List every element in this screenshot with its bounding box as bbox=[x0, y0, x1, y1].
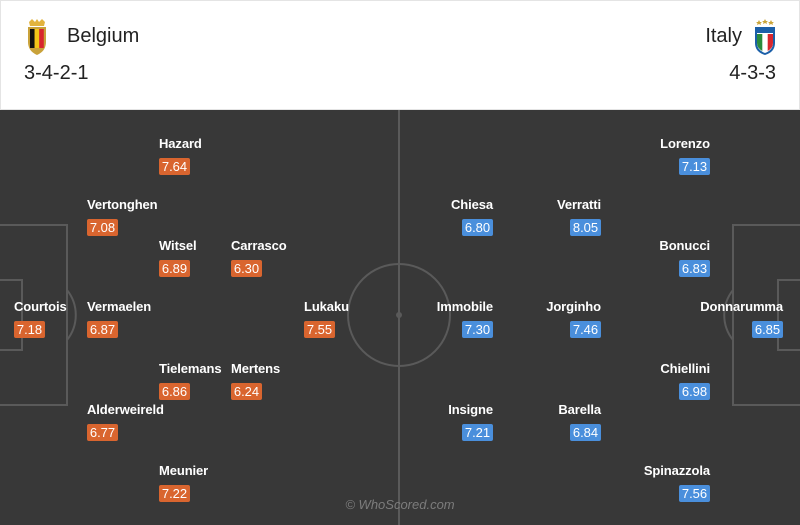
player-name: Lorenzo bbox=[660, 136, 710, 151]
away-formation: 4-3-3 bbox=[729, 62, 776, 84]
player-verratti[interactable]: Verratti 8.05 bbox=[500, 197, 601, 237]
match-header: Belgium 3-4-2-1 Italy 4-3-3 bbox=[0, 0, 800, 110]
player-name: Donnarumma bbox=[700, 299, 783, 314]
player-name: Spinazzola bbox=[643, 463, 710, 478]
player-rating: 6.77 bbox=[87, 424, 118, 441]
player-jorginho[interactable]: Jorginho 7.46 bbox=[500, 299, 601, 339]
player-name: Jorginho bbox=[546, 299, 601, 314]
pitch: Hazard 7.64 Vertonghen 7.08 Witsel 6.89 … bbox=[0, 110, 800, 525]
player-spinazzola[interactable]: Spinazzola 7.56 bbox=[609, 463, 710, 503]
home-formation: 3-4-2-1 bbox=[24, 62, 89, 84]
player-rating: 7.56 bbox=[679, 485, 710, 502]
player-name: Chiesa bbox=[450, 197, 493, 212]
player-name: Verratti bbox=[556, 197, 601, 212]
player-immobile[interactable]: Immobile 7.30 bbox=[392, 299, 493, 339]
player-rating: 7.13 bbox=[679, 158, 710, 175]
player-chiesa[interactable]: Chiesa 6.80 bbox=[392, 197, 493, 237]
player-rating: 6.24 bbox=[231, 383, 262, 400]
player-rating: 7.22 bbox=[159, 485, 190, 502]
belgium-crest-icon bbox=[28, 19, 46, 55]
pitch-markings bbox=[0, 110, 800, 525]
player-name: Vermaelen bbox=[87, 299, 152, 314]
player-rating: 7.55 bbox=[304, 321, 335, 338]
player-rating: 6.85 bbox=[752, 321, 783, 338]
italy-crest-icon bbox=[755, 19, 775, 55]
player-rating: 6.86 bbox=[159, 383, 190, 400]
player-name: Bonucci bbox=[659, 238, 710, 253]
player-name: Witsel bbox=[159, 238, 197, 253]
player-chiellini[interactable]: Chiellini 6.98 bbox=[609, 361, 710, 401]
player-rating: 7.08 bbox=[87, 219, 118, 236]
player-rating: 7.18 bbox=[14, 321, 45, 338]
player-name: Vertonghen bbox=[87, 197, 158, 212]
player-name: Barella bbox=[558, 402, 601, 417]
player-donnarumma[interactable]: Donnarumma 6.85 bbox=[682, 299, 783, 339]
away-team-name[interactable]: Italy bbox=[705, 25, 742, 47]
player-rating: 8.05 bbox=[570, 219, 601, 236]
home-team-name[interactable]: Belgium bbox=[67, 25, 140, 47]
watermark: © WhoScored.com bbox=[345, 497, 455, 512]
player-name: Courtois bbox=[14, 299, 67, 314]
player-insigne[interactable]: Insigne 7.21 bbox=[392, 402, 493, 442]
player-rating: 7.64 bbox=[159, 158, 190, 175]
player-name: Hazard bbox=[159, 136, 202, 151]
player-bonucci[interactable]: Bonucci 6.83 bbox=[609, 238, 710, 278]
player-name: Alderweireld bbox=[87, 402, 164, 417]
player-name: Chiellini bbox=[660, 361, 710, 376]
player-name: Insigne bbox=[448, 402, 493, 417]
player-rating: 6.98 bbox=[679, 383, 710, 400]
player-name: Tielemans bbox=[159, 361, 222, 376]
player-name: Mertens bbox=[231, 361, 281, 376]
player-lorenzo[interactable]: Lorenzo 7.13 bbox=[609, 136, 710, 176]
player-name: Immobile bbox=[436, 299, 493, 314]
player-rating: 6.83 bbox=[679, 260, 710, 277]
player-barella[interactable]: Barella 6.84 bbox=[500, 402, 601, 442]
player-rating: 6.30 bbox=[231, 260, 262, 277]
player-rating: 7.21 bbox=[462, 424, 493, 441]
player-rating: 7.46 bbox=[570, 321, 601, 338]
player-rating: 6.87 bbox=[87, 321, 118, 338]
player-rating: 6.80 bbox=[462, 219, 493, 236]
player-name: Carrasco bbox=[231, 238, 287, 253]
player-rating: 7.30 bbox=[462, 321, 493, 338]
player-name: Lukaku bbox=[304, 299, 349, 314]
player-name: Meunier bbox=[159, 463, 209, 478]
player-rating: 6.89 bbox=[159, 260, 190, 277]
player-rating: 6.84 bbox=[570, 424, 601, 441]
